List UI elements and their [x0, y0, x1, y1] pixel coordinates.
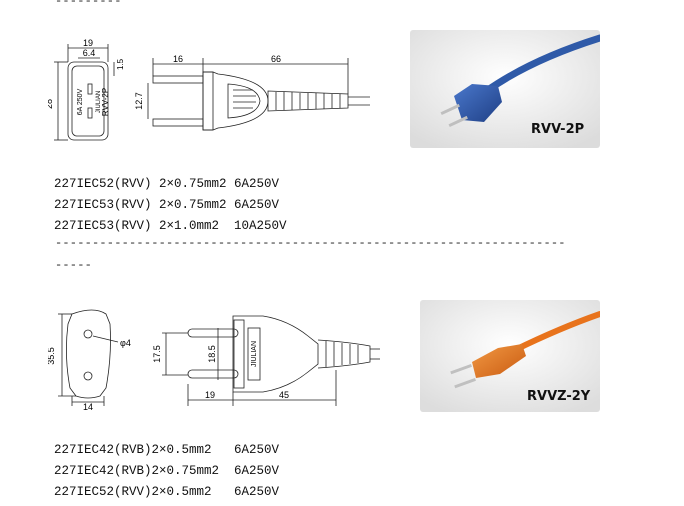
dim-28: 28	[48, 99, 54, 109]
dim-14: 14	[83, 402, 93, 412]
dim-12-7: 12.7	[134, 92, 144, 110]
spec-line: 227IEC52(RVV)2×0.5mm2 6A250V	[54, 485, 280, 499]
rvvz2y-product-photo	[420, 300, 600, 412]
spec-line: 227IEC53(RVV) 2×1.0mm2 10A250V	[54, 219, 287, 233]
rvv2p-technical-drawing: 19 6.4 1.5 28 6A 250V JIULIAN RVV-2P 16 …	[48, 38, 370, 141]
face-brand: JIULIAN	[96, 91, 102, 113]
dim-16: 16	[173, 54, 183, 64]
top-dashes: ---------	[55, 0, 122, 8]
rvvz2y-photo-label: RVVZ-2Y	[527, 389, 591, 404]
separator-line-1: ----------------------------------------…	[55, 236, 566, 250]
rvv2p-photo-label: RVV-2P	[531, 122, 585, 137]
spec-line: 227IEC53(RVV) 2×0.75mm2 6A250V	[54, 198, 280, 212]
dim-19: 19	[205, 390, 215, 400]
dim-17-5: 17.5	[152, 345, 162, 363]
rvvz2y-technical-drawing: 35.5 φ4 14 17.5 18.5 JIULIAN 19 45	[48, 309, 380, 412]
rvv2p-product-photo	[410, 30, 600, 148]
face-rating: 6A 250V	[77, 88, 84, 115]
dim-6-4: 6.4	[83, 48, 96, 58]
face-model: RVV-2P	[101, 88, 110, 116]
separator-line-2: -----	[55, 258, 93, 272]
dim-45: 45	[279, 390, 289, 400]
dim-1-5: 1.5	[116, 58, 125, 70]
dim-19: 19	[83, 38, 93, 48]
spec-line: 227IEC52(RVV) 2×0.75mm2 6A250V	[54, 177, 280, 191]
spec-line: 227IEC42(RVB)2×0.5mm2 6A250V	[54, 443, 280, 457]
spec-line: 227IEC42(RVB)2×0.75mm2 6A250V	[54, 464, 280, 478]
dim-35-5: 35.5	[48, 347, 56, 365]
dim-66: 66	[271, 54, 281, 64]
dim-18-5: 18.5	[207, 345, 217, 363]
dim-phi4: φ4	[120, 338, 131, 348]
plug-brand: JIULIAN	[251, 341, 258, 367]
